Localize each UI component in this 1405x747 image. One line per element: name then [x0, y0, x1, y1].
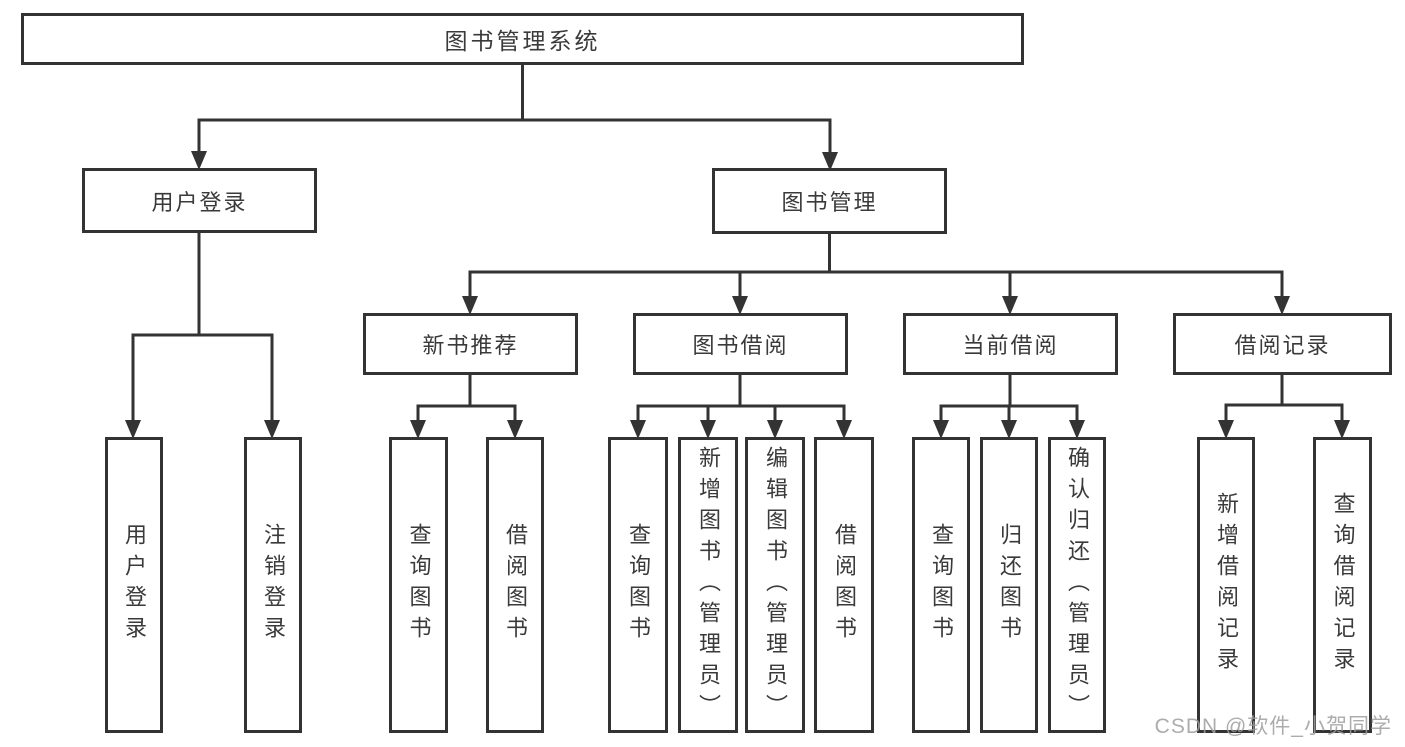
arrow-icon [1334, 420, 1350, 439]
arrow-icon [933, 420, 949, 439]
leaf-label: 注销登录 [261, 523, 286, 647]
arrow-icon [1069, 420, 1085, 439]
leaf-confirm-return-admin: 确认归还（管理员） [1048, 437, 1106, 733]
watermark: CSDN @软件_小贺同学 [1154, 715, 1392, 738]
leaf-return-books: 归还图书 [980, 437, 1038, 733]
arrow-icon [125, 420, 141, 439]
leaf-label: 用户登录 [122, 523, 147, 647]
leaf-query-borrow-record: 查询借阅记录 [1313, 437, 1372, 733]
leaf-query-books-2: 查询图书 [608, 437, 668, 733]
arrow-icon [410, 420, 426, 439]
arrow-icon [630, 420, 646, 439]
arrow-icon [462, 296, 478, 315]
leaf-label: 借阅图书 [503, 523, 528, 647]
node-user-login: 用户登录 [82, 168, 317, 233]
connector-path [131, 63, 1344, 424]
leaf-borrow-books-2: 借阅图书 [814, 437, 874, 733]
leaf-label: 确认归还（管理员） [1065, 445, 1090, 725]
arrow-icon [1001, 420, 1017, 439]
arrow-icon [1002, 296, 1018, 315]
leaf-label: 查询图书 [626, 523, 651, 647]
node-borrowing-records: 借阅记录 [1173, 313, 1392, 375]
leaf-label: 新增借阅记录 [1214, 492, 1239, 678]
arrowheads [125, 151, 1350, 439]
leaf-label: 归还图书 [997, 523, 1022, 647]
node-book-management: 图书管理 [712, 168, 947, 234]
leaf-label: 查询图书 [929, 523, 954, 647]
node-book-borrowing: 图书借阅 [633, 313, 848, 375]
node-new-book-recommendation: 新书推荐 [363, 313, 578, 375]
arrow-icon [822, 152, 838, 171]
arrow-icon [767, 420, 783, 439]
arrow-icon [1274, 296, 1290, 315]
leaf-label: 借阅图书 [832, 523, 857, 647]
leaf-label: 编辑图书（管理员） [763, 445, 788, 725]
arrow-icon [507, 420, 523, 439]
arrow-icon [191, 151, 207, 170]
leaf-add-books-admin: 新增图书（管理员） [678, 437, 738, 733]
leaf-label: 查询借阅记录 [1330, 492, 1356, 678]
leaf-logout: 注销登录 [244, 437, 302, 733]
leaf-query-books-1: 查询图书 [389, 437, 448, 733]
arrow-icon [836, 420, 852, 439]
arrow-icon [700, 420, 716, 439]
leaf-label: 新增图书（管理员） [696, 445, 721, 725]
leaf-edit-books-admin: 编辑图书（管理员） [745, 437, 805, 733]
leaf-add-borrow-record: 新增借阅记录 [1197, 437, 1255, 733]
arrow-icon [264, 420, 280, 439]
node-library-system: 图书管理系统 [21, 13, 1024, 65]
leaf-query-books-3: 查询图书 [912, 437, 970, 733]
leaf-label: 查询图书 [406, 523, 432, 647]
leaf-user-login: 用户登录 [105, 437, 163, 733]
arrow-icon [732, 296, 748, 315]
leaf-borrow-books-1: 借阅图书 [486, 437, 544, 733]
arrow-icon [1218, 420, 1234, 439]
node-current-borrowing: 当前借阅 [903, 313, 1118, 375]
